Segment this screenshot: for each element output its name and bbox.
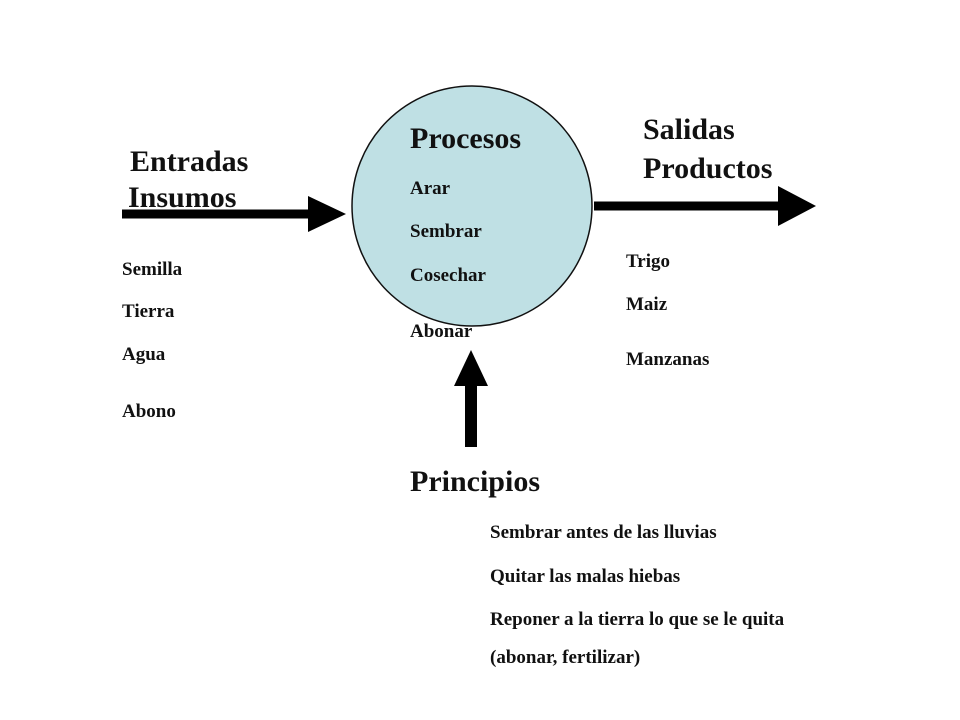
principle-item: (abonar, fertilizar) xyxy=(490,647,641,668)
input-item: Semilla xyxy=(122,259,183,280)
process-item: Abonar xyxy=(410,321,473,342)
input-arrow-head xyxy=(308,196,346,232)
principle-item: Sembrar antes de las lluvias xyxy=(490,522,717,543)
input-item: Tierra xyxy=(122,301,175,322)
insumos-heading: Insumos xyxy=(128,181,237,214)
process-circle xyxy=(351,85,593,327)
process-item: Sembrar xyxy=(410,221,482,242)
procesos-heading: Procesos xyxy=(410,122,522,155)
output-item: Manzanas xyxy=(626,349,710,370)
principles-arrow-head xyxy=(454,350,488,386)
process-item: Arar xyxy=(410,178,451,199)
salidas-heading: Salidas xyxy=(643,113,735,146)
process-item: Cosechar xyxy=(410,265,486,286)
principle-item: Reponer a la tierra lo que se le quita xyxy=(490,609,785,630)
output-arrow-head xyxy=(778,186,816,226)
principios-heading: Principios xyxy=(410,465,541,498)
output-item: Maiz xyxy=(626,294,668,315)
principle-item: Quitar las malas hiebas xyxy=(490,566,681,587)
entradas-heading: Entradas xyxy=(130,145,249,178)
output-item: Trigo xyxy=(626,251,670,272)
productos-heading: Productos xyxy=(643,152,773,185)
input-item: Agua xyxy=(122,344,166,365)
input-item: Abono xyxy=(122,401,176,422)
